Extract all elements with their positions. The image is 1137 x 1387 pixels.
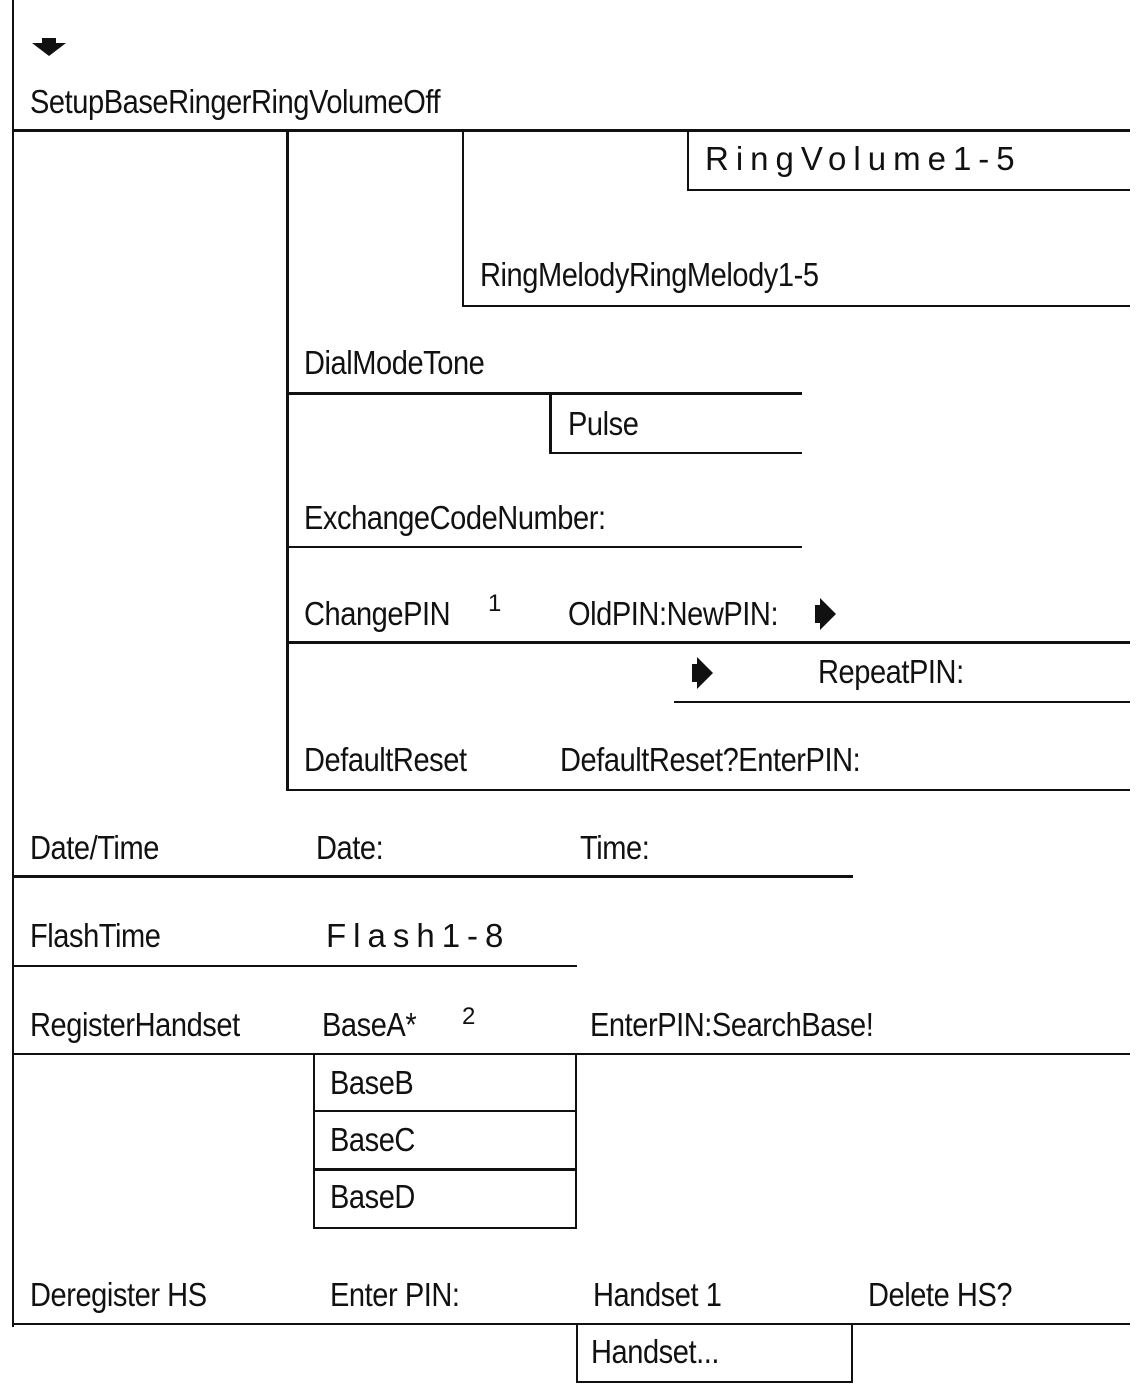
ring-volume-label: RingVolume1-5 (705, 140, 1022, 177)
base-a-footnote: 2 (462, 1003, 476, 1030)
setup-label: SetupBaseRingerRingVolumeOff (30, 83, 441, 120)
time-label: Time: (580, 829, 650, 866)
repeat-pin-divider (674, 701, 1130, 703)
change-pin-label: ChangePIN (304, 595, 451, 632)
default-reset-prompt: DefaultReset?EnterPIN: (560, 741, 861, 778)
handset-1-label: Handset 1 (593, 1276, 722, 1313)
ring-volume-divider (687, 189, 1130, 191)
flash-time-divider (12, 965, 577, 967)
dial-mode-divider (286, 392, 802, 395)
exchange-code-divider (286, 546, 802, 548)
enter-pin-search-label: EnterPIN:SearchBase! (590, 1006, 874, 1043)
change-pin-footnote: 1 (488, 590, 502, 617)
handset-more-box (576, 1323, 853, 1383)
down-arrow-icon (32, 38, 66, 56)
default-reset-label: DefaultReset (304, 741, 467, 778)
date-time-label: Date/Time (30, 829, 159, 866)
setup-divider (12, 129, 1130, 132)
pulse-divider (549, 452, 802, 454)
deregister-hs-divider (12, 1323, 1130, 1325)
old-new-pin-label: OldPIN:NewPIN: (568, 595, 779, 632)
change-pin-divider (286, 641, 1130, 644)
pulse-label: Pulse (568, 405, 639, 442)
right-arrow-icon (815, 598, 836, 630)
base-c-label: BaseC (330, 1121, 415, 1158)
base-c-divider (313, 1168, 577, 1171)
pulse-left-edge (549, 392, 552, 454)
setup-sub-vertical-line (286, 129, 289, 791)
main-vertical-line (12, 0, 14, 1327)
base-a-label: BaseA* (322, 1006, 417, 1043)
right-arrow-icon (692, 657, 713, 689)
base-b-divider (313, 1110, 577, 1112)
ring-melody-label: RingMelodyRingMelody1-5 (480, 256, 819, 293)
base-options-box (313, 1053, 577, 1229)
date-label: Date: (316, 829, 384, 866)
handset-more-label: Handset... (591, 1333, 719, 1370)
ringer-vertical-line (462, 129, 464, 307)
ring-melody-divider (462, 305, 1130, 307)
delete-hs-label: Delete HS? (868, 1276, 1013, 1313)
register-handset-label: RegisterHandset (30, 1006, 240, 1043)
deregister-hs-label: Deregister HS (30, 1276, 207, 1313)
default-reset-divider (286, 789, 1130, 791)
enter-pin-label: Enter PIN: (330, 1276, 460, 1313)
base-b-label: BaseB (330, 1064, 414, 1101)
base-d-label: BaseD (330, 1178, 415, 1215)
dial-mode-label: DialModeTone (304, 344, 485, 381)
exchange-code-label: ExchangeCodeNumber: (304, 499, 606, 536)
ring-volume-left-edge (687, 129, 689, 191)
flash-time-label: FlashTime (30, 917, 161, 954)
repeat-pin-label: RepeatPIN: (818, 653, 964, 690)
date-time-divider (12, 875, 853, 878)
flash-values-label: Flash1-8 (326, 917, 511, 954)
